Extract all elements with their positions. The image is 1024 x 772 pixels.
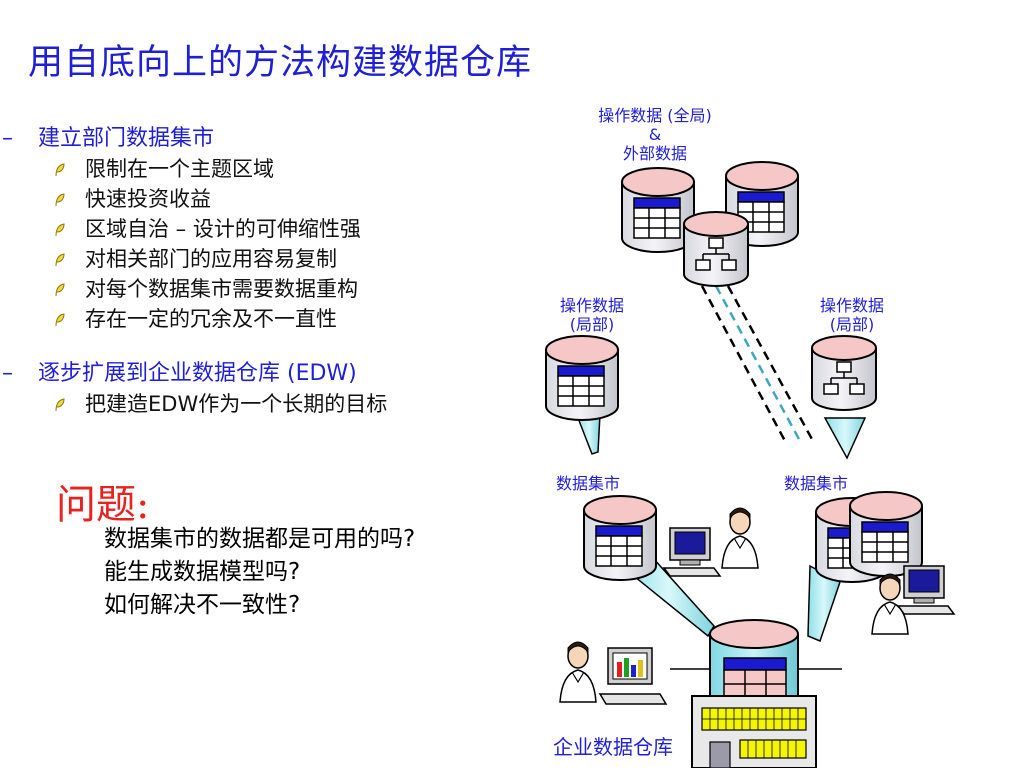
leaf-bullet-icon <box>55 193 65 207</box>
user-icon <box>871 573 909 635</box>
question-line: 数据集市的数据都是可用的吗? <box>104 526 416 552</box>
local-ops-database-icon <box>545 335 619 421</box>
list-item: 把建造EDW作为一个长期的目标 <box>0 389 520 419</box>
diagram-canvas <box>545 161 955 769</box>
dashed-connector <box>714 285 802 442</box>
data-mart-database-icon <box>583 495 657 581</box>
question-line: 如何解决不一致性? <box>104 592 301 618</box>
chart-monitor-icon <box>598 647 668 705</box>
enterprise-warehouse-icon <box>691 619 817 769</box>
architecture-diagram: 操作数据 (全局) & 外部数据 操作数据 (局部) 操作数据 (局部) 数据集… <box>520 96 1024 769</box>
local-ops-right-label: 操作数据 (局部) <box>819 296 884 334</box>
leaf-bullet-icon <box>55 253 65 267</box>
leaf-bullet-icon <box>55 283 65 297</box>
user-icon <box>721 507 759 569</box>
question-label: 问题: <box>56 482 150 528</box>
bullet-list: 限制在一个主题区域 快速投资收益 区域自治 – 设计的可伸缩性强 对相关部门的应… <box>0 154 520 334</box>
section-departmental-marts: – 建立部门数据集市 限制在一个主题区域 快速投资收益 区域自治 – 设计的可伸… <box>0 124 520 334</box>
dashed-connector <box>700 285 787 442</box>
list-item: 限制在一个主题区域 <box>0 154 520 184</box>
analyst-icon <box>559 641 597 703</box>
list-item: 存在一定的冗余及不一直性 <box>0 304 520 334</box>
list-item: 对相关部门的应用容易复制 <box>0 244 520 274</box>
question-line: 能生成数据模型吗? <box>104 559 301 585</box>
leaf-bullet-icon <box>55 398 65 412</box>
computer-icon <box>663 527 721 577</box>
section-title: 逐步扩展到企业数据仓库 (EDW) <box>38 361 357 386</box>
dash-marker: – <box>2 126 13 151</box>
section-header: – 建立部门数据集市 <box>0 124 520 154</box>
list-item: 区域自治 – 设计的可伸缩性强 <box>0 214 520 244</box>
list-item: 对每个数据集市需要数据重构 <box>0 274 520 304</box>
list-item: 快速投资收益 <box>0 184 520 214</box>
global-hierarchy-database-icon <box>683 211 749 287</box>
question-list: 数据集市的数据都是可用的吗? 能生成数据模型吗? 如何解决不一致性? <box>104 523 415 622</box>
global-ops-label: 操作数据 (全局) & 外部数据 <box>598 106 712 163</box>
connector-lines <box>670 285 842 670</box>
data-mart-right-label: 数据集市 <box>783 474 848 493</box>
dash-marker: – <box>2 361 13 386</box>
section-enterprise-warehouse: – 逐步扩展到企业数据仓库 (EDW) 把建造EDW作为一个长期的目标 <box>0 359 520 419</box>
funnel-shape <box>823 417 867 460</box>
computer-icon <box>897 565 955 615</box>
local-hierarchy-database-icon <box>811 335 877 411</box>
enterprise-warehouse-label: 企业数据仓库 <box>553 735 673 759</box>
leaf-bullet-icon <box>55 163 65 177</box>
data-mart-database-icon <box>849 491 923 577</box>
data-mart-left-label: 数据集市 <box>555 474 620 493</box>
dashed-connector <box>726 285 815 442</box>
section-header: – 逐步扩展到企业数据仓库 (EDW) <box>0 359 520 389</box>
page-title: 用自底向上的方法构建数据仓库 <box>28 43 533 83</box>
leaf-bullet-icon <box>55 223 65 237</box>
bullet-list: 把建造EDW作为一个长期的目标 <box>0 389 520 419</box>
local-ops-left-label: 操作数据 (局部) <box>559 296 624 334</box>
section-title: 建立部门数据集市 <box>38 126 215 151</box>
leaf-bullet-icon <box>55 313 65 327</box>
